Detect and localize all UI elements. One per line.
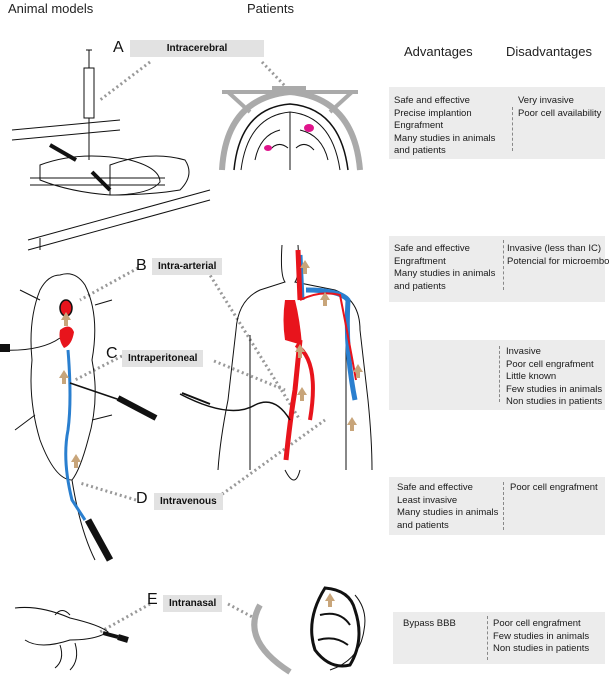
disadvantage-item: Poor cell availability bbox=[518, 107, 602, 119]
advantage-item: Safe and effective bbox=[394, 243, 470, 254]
disadvantage-item: Invasive bbox=[506, 346, 541, 357]
header-animal-models: Animal models bbox=[8, 1, 94, 16]
advantage-item: and patients bbox=[394, 145, 446, 156]
route-letter-d: D bbox=[136, 490, 148, 507]
advantage-item: Many studies in animals bbox=[394, 268, 496, 279]
route-label-intracerebral: Intracerebral bbox=[130, 40, 264, 57]
flow-arrows bbox=[59, 260, 363, 607]
disadvantage-item: Poor cell engrafment bbox=[510, 482, 598, 493]
dotted-connectors bbox=[74, 60, 326, 634]
disadvantage-item: Poor cell engrafment bbox=[506, 358, 594, 370]
route-letter-b: B bbox=[136, 257, 147, 274]
column-divider bbox=[512, 107, 513, 151]
rat-tail-syringe bbox=[84, 518, 114, 562]
rat-body-drawing bbox=[14, 273, 113, 561]
disadvantage-item: Few studies in animals bbox=[506, 383, 603, 395]
panel-intracerebral: Safe and effective Precise implantion En… bbox=[389, 87, 605, 159]
advantage-item: Safe and effective bbox=[397, 482, 473, 493]
advantage-item: Precise implantion bbox=[394, 107, 472, 119]
brain-lesion-left bbox=[264, 145, 272, 151]
panel-intra-arterial: Safe and effective Engraftment Many stud… bbox=[389, 236, 609, 302]
stereotaxic-rat-drawing bbox=[11, 49, 211, 251]
route-label-intraperitoneal: Intraperitoneal bbox=[122, 350, 204, 367]
disadvantage-item: Invasive (less than IC) bbox=[507, 243, 601, 254]
header-disadvantages: Disadvantages bbox=[506, 44, 592, 59]
advantage-item: and patients bbox=[394, 280, 446, 292]
advantage-item: Engraftment bbox=[394, 255, 446, 267]
advantage-item: Safe and effective bbox=[394, 95, 470, 106]
rat-ip-syringe bbox=[116, 395, 158, 421]
header-advantages: Advantages bbox=[404, 44, 473, 59]
nasal-applicator bbox=[117, 634, 129, 643]
advantage-item: Many studies in animals bbox=[394, 132, 496, 144]
advantage-item: Bypass BBB bbox=[403, 618, 456, 629]
disadvantage-item: Non studies in patients bbox=[493, 643, 590, 654]
route-letter-e: E bbox=[147, 591, 158, 608]
rat-head-drawing bbox=[14, 607, 109, 671]
column-divider bbox=[487, 616, 488, 660]
route-letter-c: C bbox=[106, 345, 118, 362]
route-label-intravenous: Intravenous bbox=[154, 493, 223, 510]
advantage-item: Least invasive bbox=[397, 494, 458, 506]
nasal-cavity-drawing bbox=[251, 586, 366, 675]
disadvantages-list: Poor cell engrafment Few studies in anim… bbox=[493, 618, 589, 656]
disadvantage-item: Little known bbox=[506, 371, 557, 382]
route-letter-a: A bbox=[113, 39, 124, 56]
panel-intraperitoneal: Invasive Poor cell engrafment Little kno… bbox=[389, 340, 605, 410]
route-label-intranasal: Intranasal bbox=[163, 595, 223, 612]
disadvantage-item: Potencial for microemboli bbox=[507, 255, 609, 267]
rat-heart bbox=[59, 326, 74, 348]
column-divider bbox=[503, 482, 504, 530]
human-artery bbox=[283, 249, 303, 461]
panel-intravenous: Safe and effective Least invasive Many s… bbox=[389, 477, 605, 535]
brain-cross-section bbox=[219, 86, 363, 171]
advantages-list: Safe and effective Least invasive Many s… bbox=[397, 482, 498, 532]
column-divider bbox=[503, 240, 504, 290]
disadvantages-list: Poor cell engrafment bbox=[510, 482, 598, 495]
panel-intranasal: Bypass BBB Poor cell engrafment Few stud… bbox=[393, 612, 605, 664]
advantage-item: and patients bbox=[397, 519, 449, 531]
disadvantage-item: Very invasive bbox=[518, 95, 574, 106]
column-divider bbox=[499, 346, 500, 402]
disadvantage-item: Poor cell engrafment bbox=[493, 618, 581, 629]
route-label-intra-arterial: Intra-arterial bbox=[152, 258, 223, 275]
advantages-list: Safe and effective Precise implantion En… bbox=[394, 95, 495, 158]
brain-lesion-right bbox=[304, 124, 314, 132]
disadvantages-list: Invasive (less than IC) Potencial for mi… bbox=[507, 243, 609, 268]
disadvantages-list: Very invasive Poor cell availability bbox=[518, 95, 601, 120]
header-patients: Patients bbox=[247, 1, 294, 16]
advantage-item: Many studies in animals bbox=[397, 507, 499, 518]
disadvantages-list: Invasive Poor cell engrafment Little kno… bbox=[506, 346, 602, 409]
advantages-list: Bypass BBB bbox=[403, 618, 456, 631]
disadvantage-item: Few studies in animals bbox=[493, 630, 590, 642]
advantages-list: Safe and effective Engraftment Many stud… bbox=[394, 243, 495, 293]
rat-vein bbox=[64, 349, 87, 521]
advantage-item: Engrafment bbox=[394, 120, 444, 131]
disadvantage-item: Non studies in patients bbox=[506, 396, 603, 407]
